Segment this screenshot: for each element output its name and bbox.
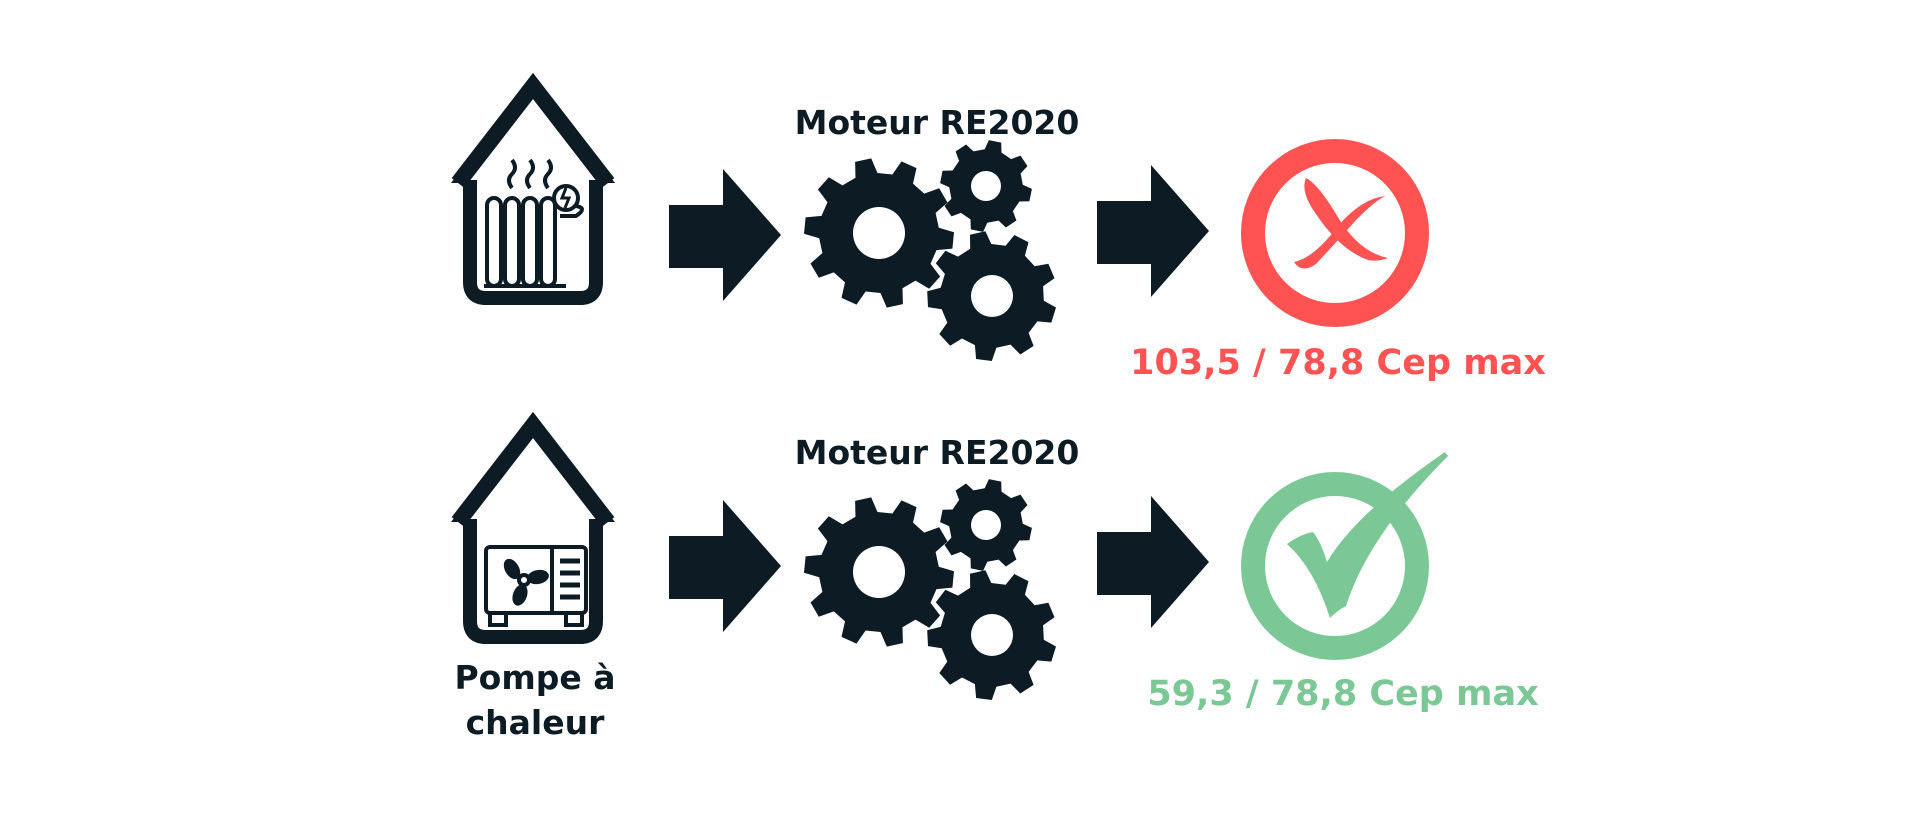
cross-circle-icon: [1241, 139, 1429, 327]
gear-icon: [804, 497, 954, 647]
result-score: 103,5 / 78,8 Cep max: [1130, 343, 1546, 383]
electric-radiator-house-icon: [451, 78, 615, 298]
gears-icon: [804, 479, 1056, 700]
gear-icon: [804, 158, 954, 308]
arrow-right-icon: [669, 169, 781, 301]
gears-icon: [804, 140, 1056, 361]
arrow-right-icon: [1097, 165, 1209, 297]
arrow-right-icon: [669, 500, 781, 632]
system-label-line2: chaleur: [466, 703, 606, 742]
gear-icon: [927, 231, 1056, 361]
row-heat-pump: Pompe à chaleur Moteur RE2020 59,3 / 78,…: [451, 417, 1539, 742]
row-electric-heating: Moteur RE2020 103,5 / 78,8 Cep max: [451, 78, 1546, 383]
check-circle-icon: [1241, 452, 1448, 660]
system-label-line1: Pompe à: [454, 658, 615, 697]
heat-pump-house-icon: [451, 417, 615, 637]
arrow-right-icon: [1097, 496, 1209, 628]
engine-title: Moteur RE2020: [795, 103, 1080, 142]
gear-icon: [940, 479, 1032, 571]
gear-icon: [927, 570, 1056, 700]
gear-icon: [940, 140, 1032, 232]
result-score: 59,3 / 78,8 Cep max: [1147, 674, 1539, 714]
engine-title: Moteur RE2020: [795, 433, 1080, 472]
